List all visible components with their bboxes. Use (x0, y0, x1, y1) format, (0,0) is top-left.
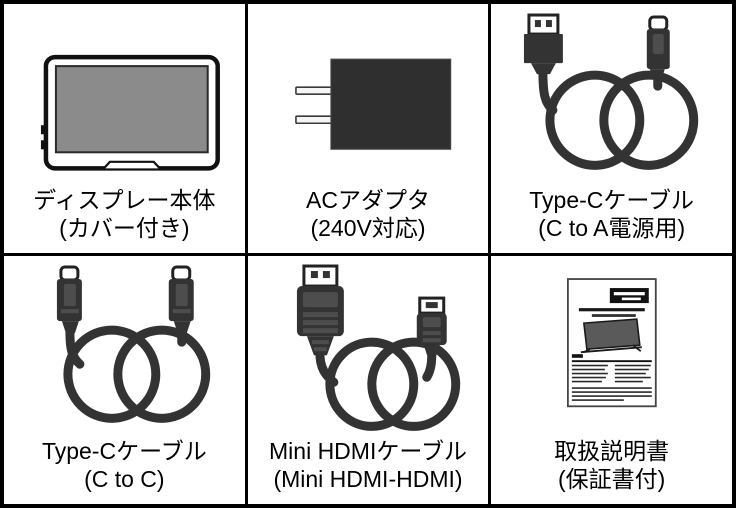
item-ac-adapter: ACアダプタ (240V対応) (247, 4, 489, 253)
cable-segment (538, 67, 558, 115)
cable-coil (113, 325, 211, 423)
usb-c-to-c-cable-image (56, 265, 211, 423)
item-label-line2: (240V対応) (310, 214, 426, 241)
item-label: Mini HDMIケーブル (Mini HDMI-HDMI) (248, 437, 489, 493)
adapter-prong (294, 86, 334, 95)
mini-hdmi-cable-image (296, 264, 460, 431)
usb-c-connector (168, 265, 194, 333)
item-label: ディスプレー本体 (カバー付き) (4, 186, 245, 242)
item-label-line2: (カバー付き) (59, 214, 190, 241)
manual-subtitle-line (592, 313, 637, 317)
cable-segment (65, 327, 85, 369)
item-label: 取扱説明書 (保証書付) (491, 437, 732, 493)
item-label-line1: Type-Cケーブル (529, 186, 695, 213)
item-label-line2: (Mini HDMI-HDMI) (273, 466, 463, 492)
item-label-line2: (C to A電源用) (538, 214, 686, 241)
item-manual: 取扱説明書 (保証書付) (491, 255, 732, 504)
adapter-body (330, 58, 451, 150)
display-notch (103, 160, 161, 170)
item-label-line1: Mini HDMIケーブル (269, 438, 467, 464)
item-label-line1: ACアダプタ (306, 186, 430, 213)
instruction-manual-image (567, 277, 658, 407)
ac-adapter-image (294, 58, 451, 150)
display-with-cover-image (40, 54, 220, 171)
item-type-c-to-a-cable: Type-Cケーブル (C to A電源用) (491, 4, 732, 253)
item-display: ディスプレー本体 (カバー付き) (4, 4, 245, 253)
item-label: ACアダプタ (240V対応) (248, 186, 489, 242)
item-label: Type-Cケーブル (C to C) (4, 437, 245, 493)
cable-coil (366, 337, 460, 431)
manual-footnote (572, 386, 653, 401)
item-type-c-to-c-cable: Type-Cケーブル (C to C) (4, 255, 245, 504)
usb-c-connector (647, 15, 671, 80)
usb-a-connector (524, 13, 564, 75)
cable-coil (63, 325, 161, 423)
adapter-prong (294, 115, 334, 125)
manual-title-box (610, 287, 650, 303)
mini-hdmi-connector (416, 296, 447, 357)
manual-monitor-picture (581, 317, 643, 353)
item-label-line1: Type-Cケーブル (41, 438, 207, 464)
item-label-line2: (C to C) (84, 466, 165, 492)
manual-toc (572, 353, 653, 382)
usb-c-connector (56, 265, 82, 333)
hdmi-connector (296, 264, 344, 355)
item-mini-hdmi-cable: Mini HDMIケーブル (Mini HDMI-HDMI) (247, 255, 489, 504)
item-label-line2: (保証書付) (558, 466, 666, 492)
display-screen (54, 65, 209, 154)
cable-coil (599, 70, 699, 170)
cable-segment (315, 348, 339, 387)
cable-segment (421, 351, 436, 382)
manual-subtitle-line (579, 307, 646, 311)
item-label-line1: 取扱説明書 (554, 438, 670, 464)
cable-coil (545, 70, 645, 170)
item-label: Type-Cケーブル (C to A電源用) (491, 186, 732, 242)
usb-c-to-a-cable-image (524, 13, 699, 170)
item-label-line1: ディスプレー本体 (33, 186, 216, 213)
